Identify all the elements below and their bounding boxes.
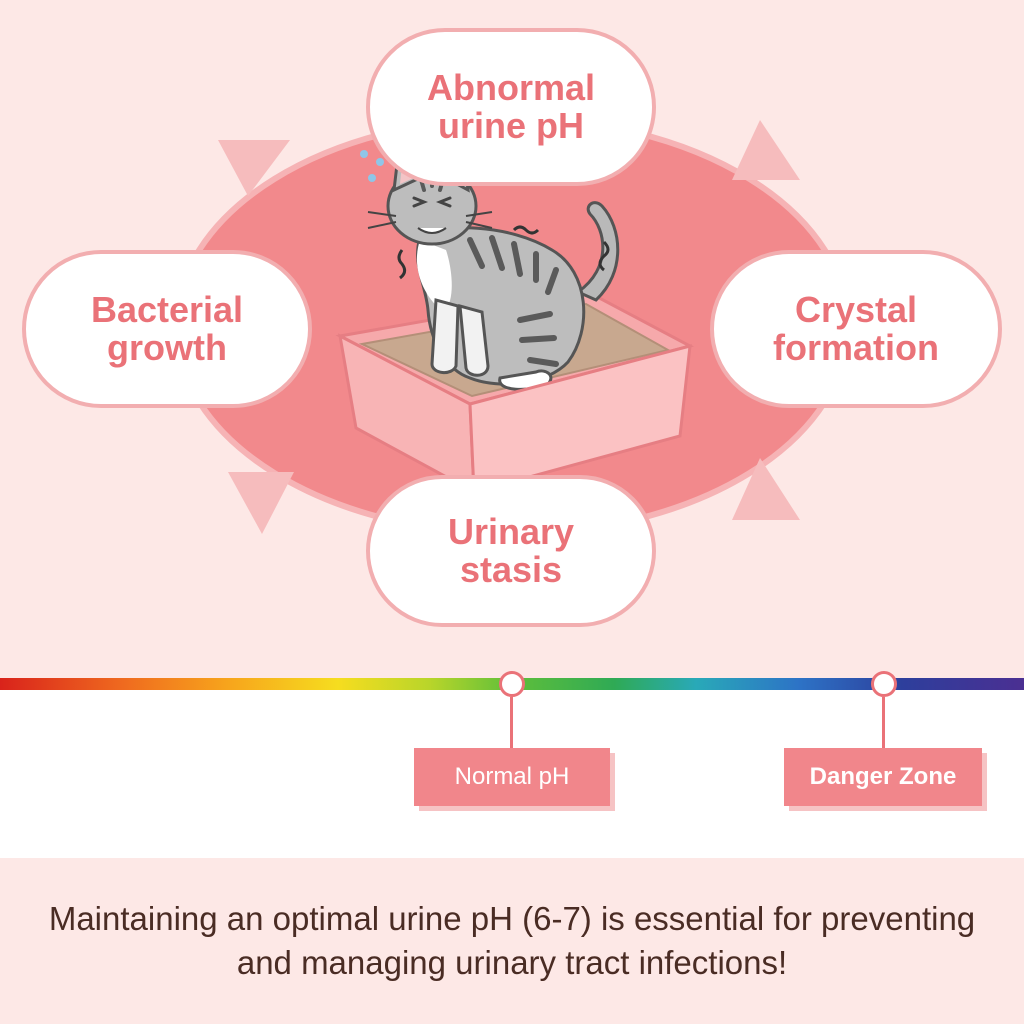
normal-ph-marker: [499, 671, 525, 697]
danger-zone-tag: Danger Zone: [784, 748, 982, 806]
arrow-top-right-icon: [732, 120, 800, 180]
arrow-bottom-right-icon: [732, 458, 800, 520]
footer-message: Maintaining an optimal urine pH (6-7) is…: [48, 900, 976, 981]
node-label: Crystal formation: [773, 289, 939, 368]
node-bacterial-growth: Bacterial growth: [22, 250, 312, 408]
normal-ph-tag: Normal pH: [414, 748, 610, 806]
cat-litter-box-illustration: [335, 150, 695, 495]
arrow-bottom-left-icon: [228, 472, 294, 534]
node-label: Urinary stasis: [447, 511, 575, 590]
arrow-top-left-icon: [218, 140, 290, 196]
normal-ph-stem: [510, 697, 513, 748]
danger-zone-stem: [882, 697, 885, 748]
node-abnormal-urine-ph: Abnormal urine pH: [366, 28, 656, 186]
node-label: Abnormal urine pH: [426, 67, 595, 146]
node-crystal-formation: Crystal formation: [710, 250, 1002, 408]
node-urinary-stasis: Urinary stasis: [366, 475, 656, 627]
normal-ph-label: Normal pH: [454, 763, 570, 790]
footer: Maintaining an optimal urine pH (6-7) is…: [0, 858, 1024, 1024]
danger-zone-label: Danger Zone: [809, 763, 957, 790]
node-label: Bacterial growth: [90, 289, 244, 368]
danger-zone-marker: [871, 671, 897, 697]
